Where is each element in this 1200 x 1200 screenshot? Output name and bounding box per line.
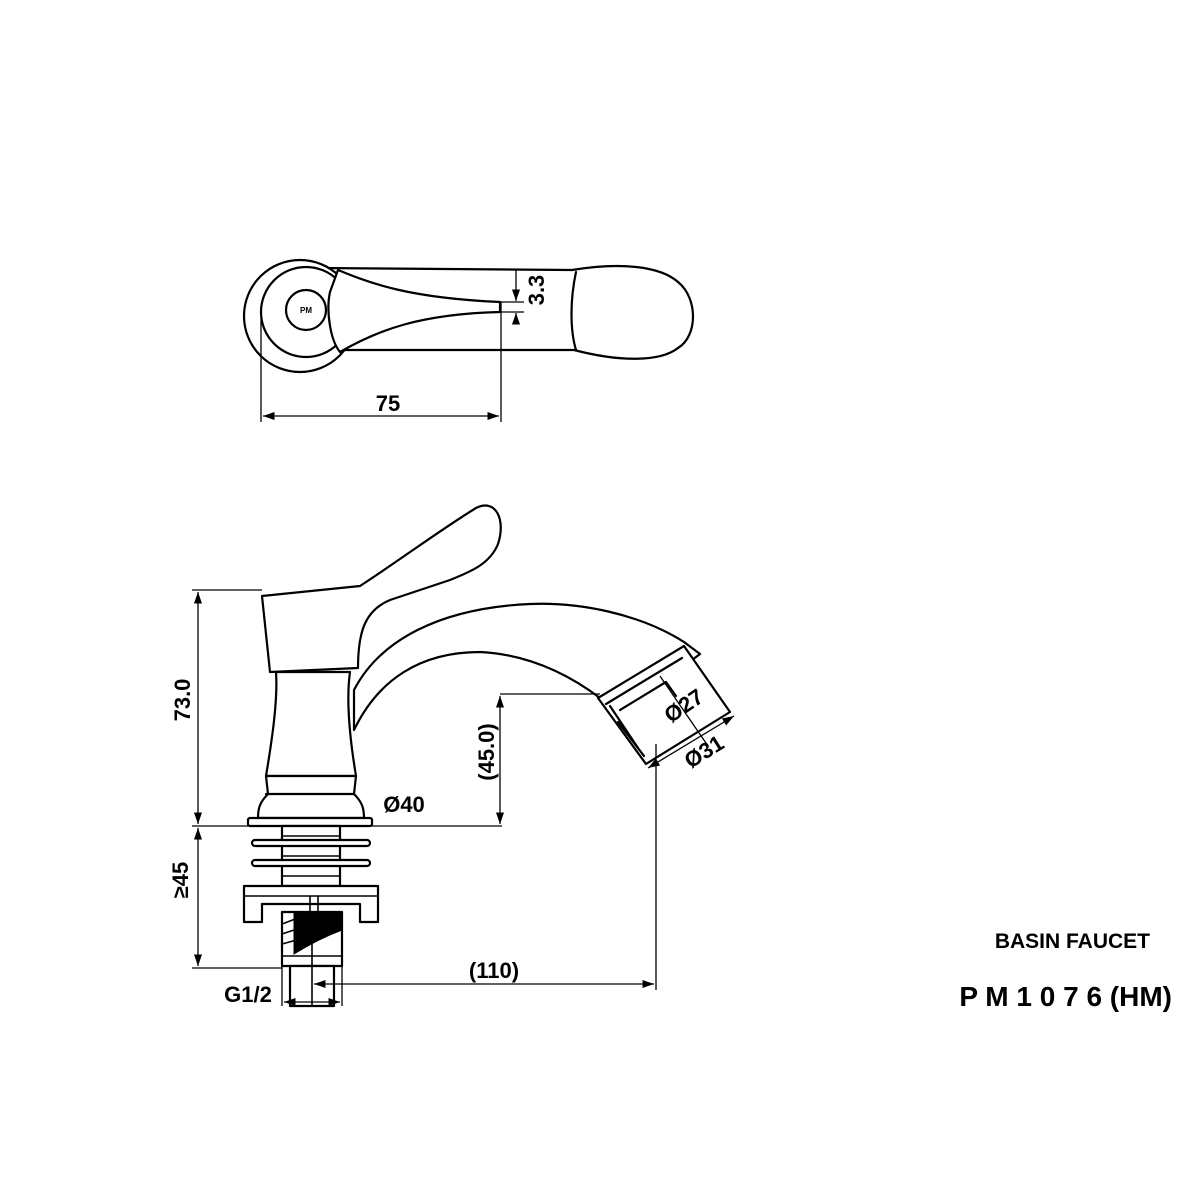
side-view-handle [260, 504, 502, 674]
side-view-aerator [596, 644, 732, 766]
top-view-lever-neck [327, 268, 502, 354]
dim-aerator-outer-line [647, 715, 735, 769]
dim-mount-label: ≥45 [168, 862, 193, 899]
side-view-washer-1 [250, 838, 372, 848]
side-view-threaded-stem [280, 824, 342, 888]
dim-3-3-label: 3.3 [524, 275, 549, 306]
dim-thread-label: G1/2 [224, 982, 272, 1007]
side-view: 73.0 (45.0) Ø40 Ø27 Ø31 ≥45 (110) G1/2 [168, 504, 735, 1008]
side-view-base-collar [256, 774, 366, 820]
dim-45-label: (45.0) [474, 723, 499, 780]
side-view-mounting-nut [242, 884, 380, 924]
side-view-spout [352, 602, 702, 732]
dim-75-label: 75 [376, 391, 400, 416]
top-view-cap [284, 288, 328, 332]
dim-73-label: 73.0 [170, 679, 195, 722]
product-type: BASIN FAUCET [995, 930, 1150, 953]
side-view-connector [280, 910, 344, 1008]
dim-reach-label: (110) [469, 958, 519, 983]
side-view-flange [246, 816, 374, 828]
dim-base-diameter-label: Ø40 [383, 792, 425, 817]
top-view-logo: PM [300, 306, 312, 315]
model-code: P M 1 0 7 6 (HM) [959, 981, 1172, 1012]
title-block: BASIN FAUCET P M 1 0 7 6 (HM) [959, 930, 1172, 1012]
side-view-body [264, 670, 358, 778]
top-view-handle-tip-line [570, 270, 578, 352]
side-view-washer-2 [250, 858, 372, 868]
top-view: PM 75 3.3 [242, 258, 695, 422]
